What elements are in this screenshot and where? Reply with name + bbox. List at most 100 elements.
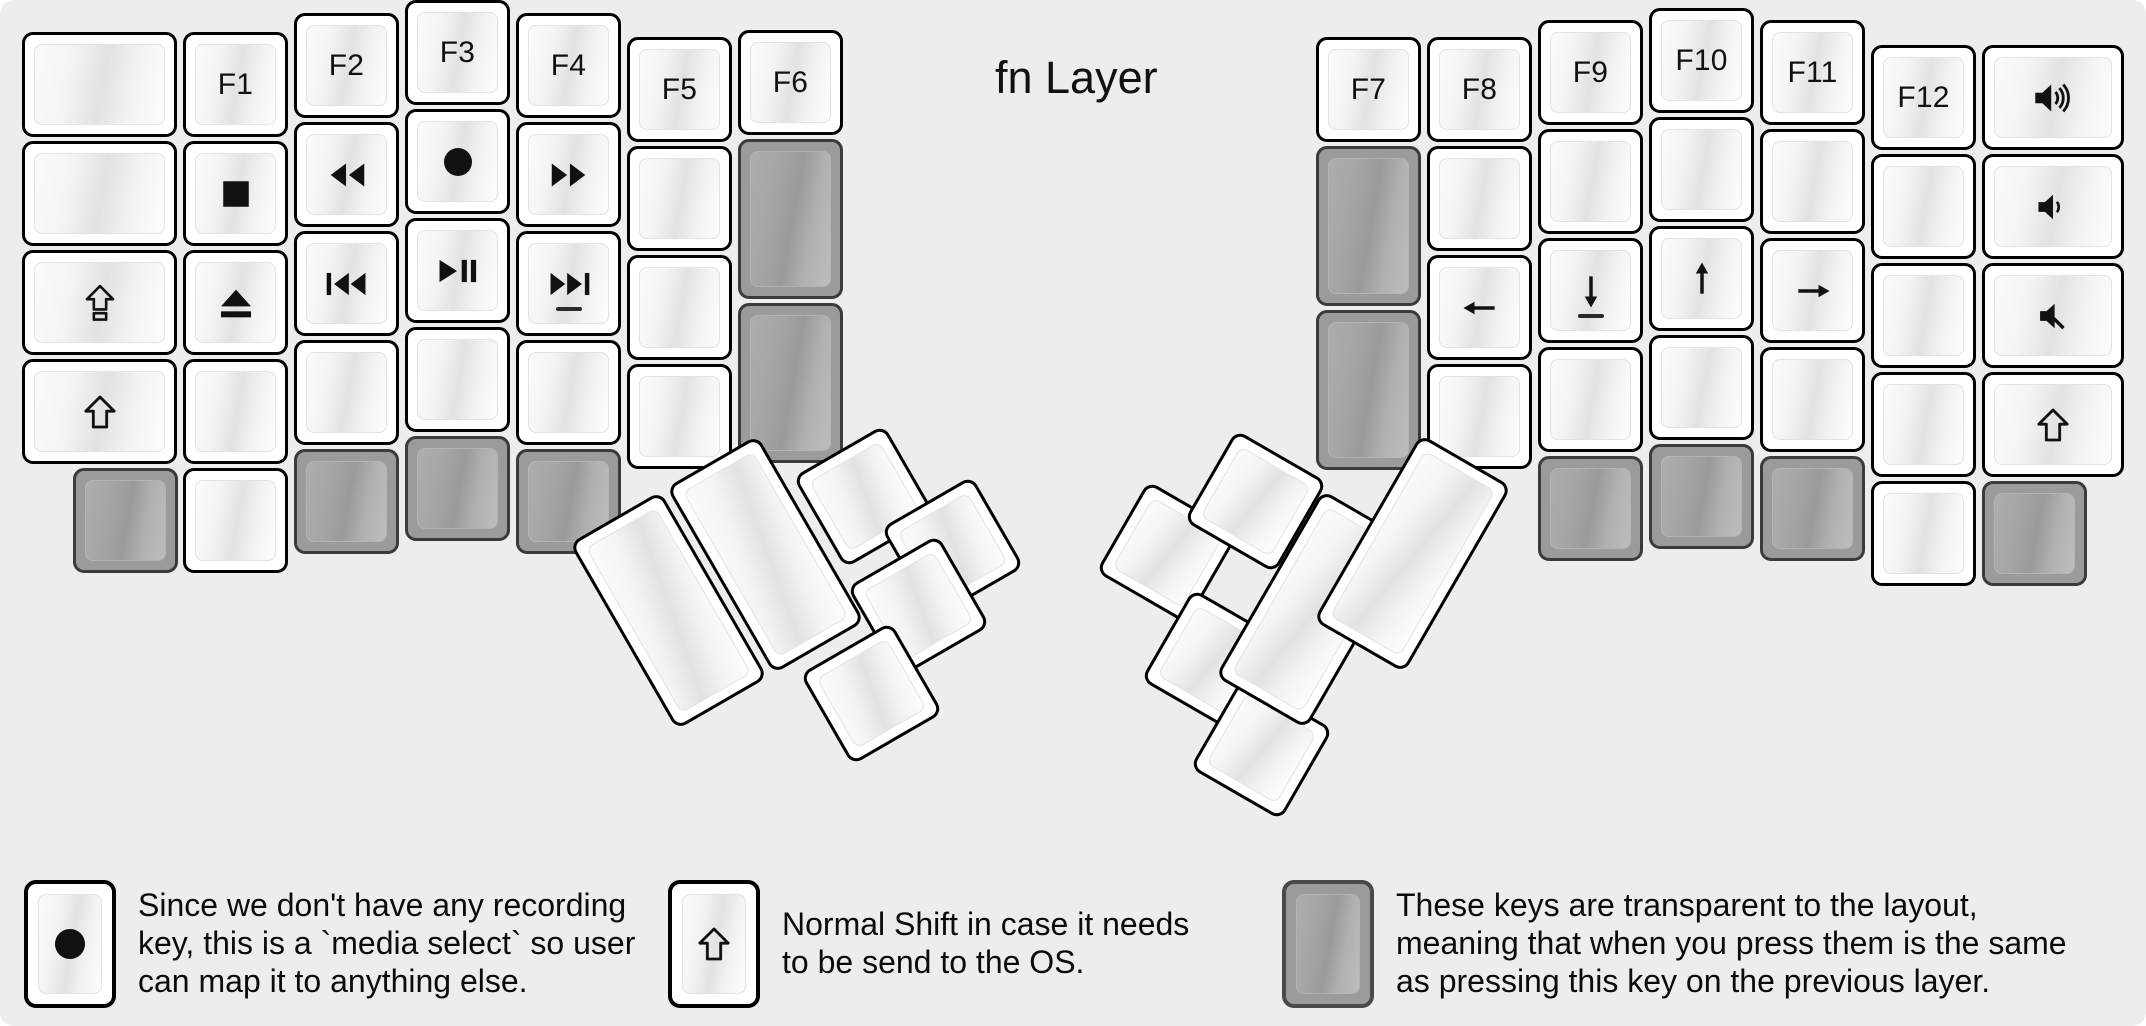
key-left-c2-r4[interactable]: [294, 449, 399, 554]
legend-key-face: [682, 894, 746, 994]
key-right-c3-r3[interactable]: [1649, 335, 1754, 440]
legend-key-2: [1282, 880, 1374, 1008]
keycap-face: [639, 267, 720, 348]
key-right-c1-r3[interactable]: [1427, 364, 1532, 469]
key-right-c4-r1[interactable]: [1760, 129, 1865, 234]
key-left-c5-r2[interactable]: [627, 255, 732, 360]
key-right-c4-r3[interactable]: [1760, 347, 1865, 452]
key-left-c3-r4[interactable]: [405, 436, 510, 541]
key-left-c2-r2[interactable]: [294, 231, 399, 336]
keycap-face: [195, 153, 276, 234]
key-right-c2-r3[interactable]: [1538, 347, 1643, 452]
keycap-face: [1772, 141, 1853, 222]
key-left-c0-r4[interactable]: [73, 468, 178, 573]
key-right-c4-r4[interactable]: [1760, 456, 1865, 561]
keycap-face: F8: [1439, 49, 1520, 130]
key-right-c5-r3[interactable]: [1871, 372, 1976, 477]
key-right-c5-r2[interactable]: [1871, 263, 1976, 368]
key-left-c0-r0[interactable]: [22, 32, 177, 137]
key-left-c4-r4[interactable]: [516, 449, 621, 554]
keycap-face: [195, 371, 276, 452]
key-right-c5-r0[interactable]: F12: [1871, 45, 1976, 150]
keycap-label: F2: [328, 48, 365, 82]
key-left-c3-r3[interactable]: [405, 327, 510, 432]
keycap-face: [1329, 450, 1496, 657]
key-left-c1-r1[interactable]: [183, 141, 288, 246]
key-right-c3-r0[interactable]: F10: [1649, 8, 1754, 113]
keycap-face: F12: [1883, 57, 1964, 138]
arrow-right-icon: [1791, 269, 1835, 313]
key-right-c0-r0[interactable]: F7: [1316, 37, 1421, 142]
key-right-c1-r2[interactable]: [1427, 255, 1532, 360]
key-left-c4-r0[interactable]: F4: [516, 13, 621, 118]
key-right-c2-r4[interactable]: [1538, 456, 1643, 561]
key-left-c5-r0[interactable]: F5: [627, 37, 732, 142]
keycap-face: F4: [528, 25, 609, 106]
key-left-c0-r1[interactable]: [22, 141, 177, 246]
key-right-c4-r0[interactable]: F11: [1760, 20, 1865, 125]
media-next-icon: [545, 260, 593, 308]
media-rewind-icon: [324, 152, 370, 198]
key-left-c4-r2[interactable]: [516, 231, 621, 336]
key-right-c2-r2[interactable]: [1538, 238, 1643, 343]
keycap-face: [1772, 468, 1853, 549]
keycap-face: [417, 339, 498, 420]
key-right-c4-r2[interactable]: [1760, 238, 1865, 343]
keycap-face: [639, 158, 720, 239]
keycap-face: [750, 151, 831, 287]
key-right-c3-r2[interactable]: [1649, 226, 1754, 331]
keycap-label: F4: [550, 48, 587, 82]
key-right-c6-r4[interactable]: [1982, 481, 2087, 586]
key-left-c1-r4[interactable]: [183, 468, 288, 573]
key-right-c5-r1[interactable]: [1871, 154, 1976, 259]
keycap-face: [1328, 158, 1409, 294]
key-right-c3-r4[interactable]: [1649, 444, 1754, 549]
key-left-c2-r1[interactable]: [294, 122, 399, 227]
key-left-c1-r2[interactable]: [183, 250, 288, 355]
key-left-c2-r0[interactable]: F2: [294, 13, 399, 118]
key-left-c0-r2[interactable]: [22, 250, 177, 355]
key-left-c2-r3[interactable]: [294, 340, 399, 445]
volume-up-icon: [2030, 75, 2076, 121]
legend-item-2: These keys are transparent to the layout…: [1282, 880, 2067, 1008]
key-right-c3-r1[interactable]: [1649, 117, 1754, 222]
key-left-c0-r3[interactable]: [22, 359, 177, 464]
key-left-c6-r1[interactable]: [738, 139, 843, 299]
key-right-c1-r1[interactable]: [1427, 146, 1532, 251]
key-right-c6-r0[interactable]: [1982, 45, 2124, 150]
key-left-c1-r3[interactable]: [183, 359, 288, 464]
keycap-face: [195, 262, 276, 343]
key-right-c6-r3[interactable]: [1982, 372, 2124, 477]
key-left-c3-r0[interactable]: F3: [405, 0, 510, 105]
keycap-label: F12: [1897, 80, 1950, 114]
key-left-c5-r1[interactable]: [627, 146, 732, 251]
media-stop-icon: [219, 177, 253, 211]
key-right-c2-r0[interactable]: F9: [1538, 20, 1643, 125]
key-left-c1-r0[interactable]: F1: [183, 32, 288, 137]
keycap-face: [417, 230, 498, 311]
key-right-c6-r2[interactable]: [1982, 263, 2124, 368]
key-left-c3-r2[interactable]: [405, 218, 510, 323]
key-left-c4-r3[interactable]: [516, 340, 621, 445]
key-right-c0-r1[interactable]: [1316, 146, 1421, 306]
key-left-c6-r2[interactable]: [738, 303, 843, 463]
key-left-c3-r1[interactable]: [405, 109, 510, 214]
legend-key-face: [1296, 894, 1360, 994]
key-right-c2-r1[interactable]: [1538, 129, 1643, 234]
key-right-c0-r2[interactable]: [1316, 310, 1421, 470]
keycap-face: [306, 134, 387, 215]
keycap-face: F2: [306, 25, 387, 106]
keycap-face: [816, 638, 927, 749]
key-right-c5-r4[interactable]: [1871, 481, 1976, 586]
key-left-c6-r0[interactable]: F6: [738, 30, 843, 135]
home-row-marker: [555, 307, 582, 311]
key-left-c4-r1[interactable]: [516, 122, 621, 227]
key-right-c1-r0[interactable]: F8: [1427, 37, 1532, 142]
keycap-face: [1883, 493, 1964, 574]
keycap-face: F5: [639, 49, 720, 130]
key-right-c6-r1[interactable]: [1982, 154, 2124, 259]
keycap-face: F6: [750, 42, 831, 123]
keycap-face: [306, 243, 387, 324]
key-left-c5-r3[interactable]: [627, 364, 732, 469]
